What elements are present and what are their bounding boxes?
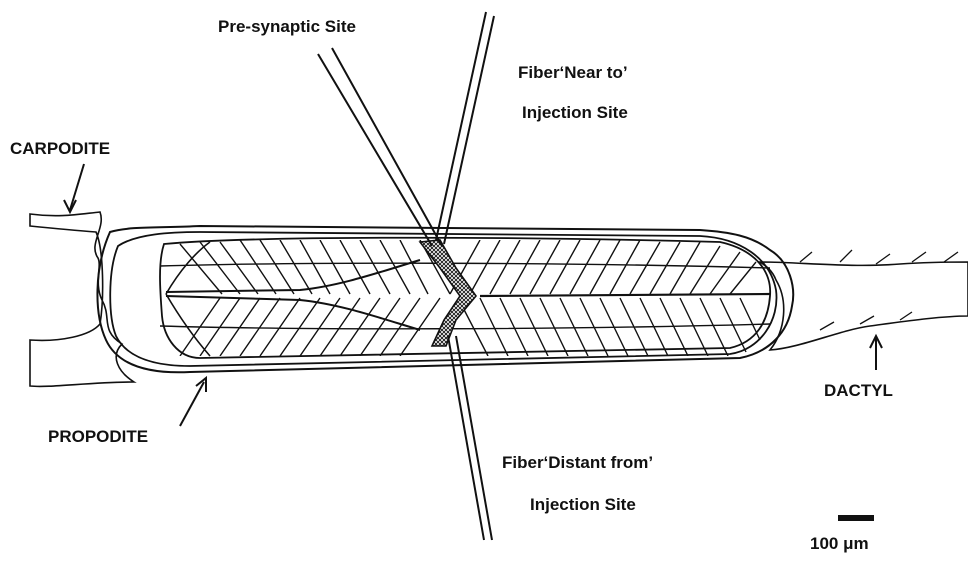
- carpodite-label: CARPODITE: [10, 139, 110, 158]
- dactyl-label: DACTYL: [824, 381, 893, 400]
- distant-fiber-label-line1: Fiber‘Distant from’: [502, 453, 653, 472]
- dactyl-segment: [760, 250, 968, 350]
- distant-fiber-label-line2: Injection Site: [530, 495, 636, 514]
- near-fiber-electrode: [436, 12, 494, 244]
- carpodite-segment: [30, 212, 134, 386]
- propodite-label: PROPODITE: [48, 427, 148, 446]
- propodite-arrow: [180, 378, 206, 426]
- scale-bar: [838, 515, 874, 521]
- dactyl-arrow: [870, 336, 882, 370]
- near-fiber-label-line1: Fiber‘Near to’: [518, 63, 628, 82]
- near-fiber-label-line2: Injection Site: [522, 103, 628, 122]
- presynaptic-site-label: Pre-synaptic Site: [218, 17, 356, 36]
- distant-fiber-electrode: [448, 336, 492, 540]
- presynaptic-electrode: [318, 48, 442, 246]
- scale-bar-label: 100 μm: [810, 534, 869, 553]
- carpodite-arrow: [64, 164, 84, 212]
